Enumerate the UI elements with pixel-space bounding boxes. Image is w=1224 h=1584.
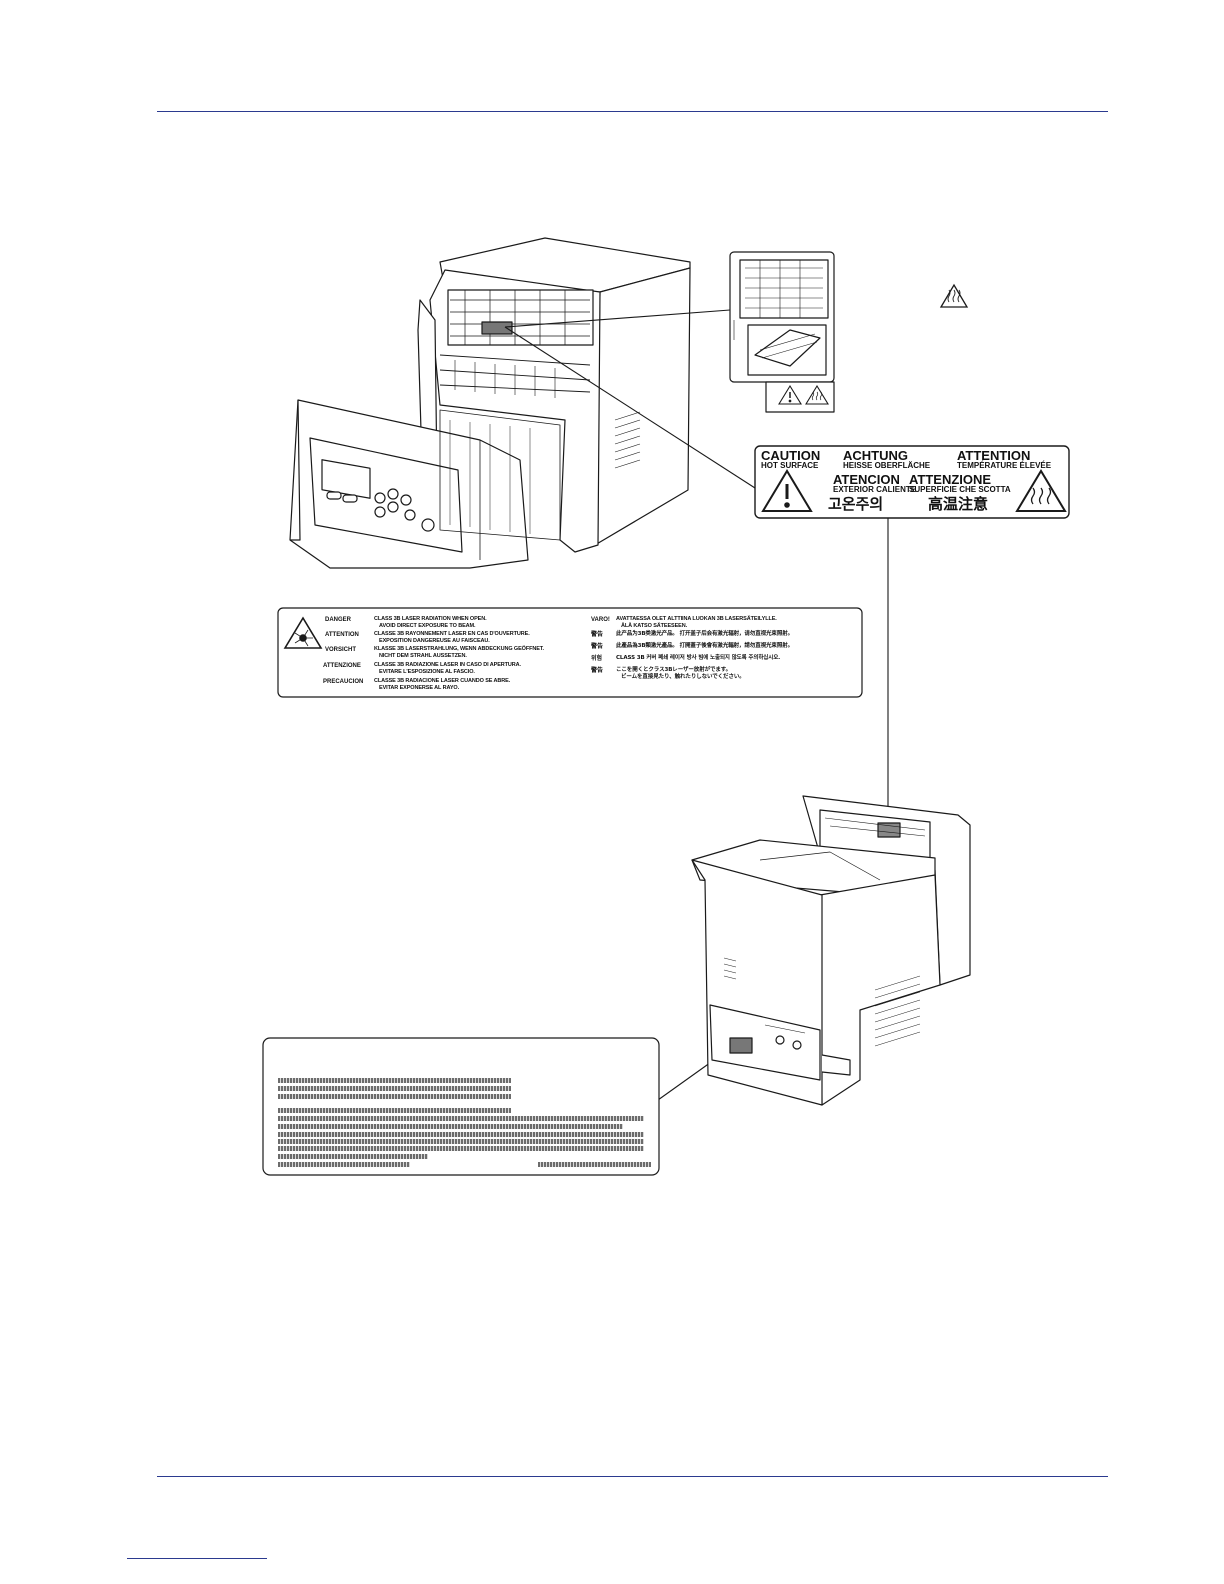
- serial-line: [278, 1146, 644, 1151]
- hot-hot-surface: HOT SURFACE: [761, 461, 819, 470]
- serial-line: [278, 1116, 644, 1121]
- laser-key-1: ATTENTION: [325, 632, 359, 638]
- laser-key-4: PRECAUCION: [323, 679, 364, 685]
- laser-rkey-4: 警告: [591, 667, 604, 674]
- serial-line: [278, 1094, 511, 1099]
- hot-temperature: TEMPÉRATURE ÉLEVÉE: [957, 461, 1052, 470]
- hot-attention: ATTENTION: [957, 448, 1031, 463]
- fuser-inset-drawing: [729, 251, 835, 413]
- hot-exterior: EXTERIOR CALIENTE: [833, 485, 917, 494]
- laser-rtext2-4: ビームを直接見たり、触れたりしないでください。: [621, 674, 745, 680]
- laser-text-0: CLASS 3B LASER RADIATION WHEN OPEN.: [374, 616, 487, 622]
- hot-heisse: HEISSE OBERFLÄCHE: [843, 461, 931, 470]
- laser-text2-0: AVOID DIRECT EXPOSURE TO BEAM.: [379, 623, 476, 629]
- serial-line: [278, 1162, 410, 1167]
- serial-line: [278, 1124, 623, 1129]
- hot-attenzione: ATTENZIONE: [909, 472, 992, 487]
- laser-rkey-2: 警告: [591, 643, 604, 650]
- serial-line: [538, 1162, 651, 1167]
- laser-key-0: DANGER: [325, 617, 352, 623]
- laser-key-3: ATTENZIONE: [323, 663, 361, 669]
- hot-superficie: SUPERFICIE CHE SCOTTA: [909, 485, 1011, 494]
- hot-surface-icon: [939, 283, 969, 308]
- laser-rkey-0: VARO!: [591, 617, 610, 623]
- serial-line: [278, 1132, 644, 1137]
- hot-label-hot-icon: [1015, 469, 1067, 512]
- hot-atencion: ATENCION: [833, 472, 900, 487]
- hot-korean: 고온주의: [828, 495, 884, 513]
- laser-rkey-3: 위험: [591, 655, 603, 662]
- warning-icon: [761, 469, 813, 512]
- laser-rtext-2: 此產品為3B類激光產品。 打開蓋子後會有激光輻射，請勿直視光束照射。: [616, 643, 794, 649]
- serial-line: [278, 1086, 511, 1091]
- serial-line: [278, 1108, 511, 1113]
- laser-hazard-icon: [283, 616, 323, 649]
- laser-rtext-0: AVATTAESSA OLET ALTTIINA LUOKAN 3B LASER…: [616, 616, 777, 622]
- laser-text-2: KLASSE 3B LASERSTRAHLUNG, WENN ABDECKUNG…: [374, 646, 544, 652]
- laser-text-3: CLASSE 3B RADIAZIONE LASER IN CASO DI AP…: [374, 662, 521, 668]
- inset-warning-icon: [778, 384, 802, 405]
- laser-text2-2: NICHT DEM STRAHL AUSSETZEN.: [379, 653, 467, 659]
- laser-rtext-3: CLASS 3B 커버 폐쇄 레이저 방사 빔에 노출되지 않도록 주의하십시오…: [616, 655, 781, 661]
- hot-surface-label-frame: [754, 445, 1070, 519]
- header-rule: [157, 111, 1108, 112]
- laser-rtext-1: 此产品为3B类激光产品。 打开盖子后会有激光辐射，请勿直视光束照射。: [616, 631, 794, 637]
- footer-link-underline: [127, 1558, 267, 1559]
- laser-text2-1: EXPOSITION DANGEREUSE AU FAISCEAU.: [379, 638, 490, 644]
- front-printer-drawing: [289, 237, 691, 569]
- rear-printer-drawing: [691, 795, 971, 1106]
- serial-line: [278, 1078, 511, 1083]
- laser-rtext2-0: ÄLÄ KATSO SÄTEESEEN.: [621, 623, 688, 629]
- laser-key-2: VORSICHT: [325, 647, 357, 653]
- laser-text2-3: EVITARE L'ESPOSIZIONE AL FASCIO.: [379, 669, 475, 675]
- hot-chinese: 高温注意: [928, 495, 989, 513]
- inset-hot-icon: [805, 384, 829, 405]
- hot-achtung: ACHTUNG: [843, 448, 908, 463]
- laser-text-4: CLASSE 3B RADIACIONE LASER CUANDO SE ABR…: [374, 678, 511, 684]
- footer-rule: [157, 1476, 1108, 1477]
- laser-label-frame: [277, 607, 863, 698]
- hot-caution: CAUTION: [761, 448, 821, 463]
- laser-text2-4: EVITAR EXPONERSE AL RAYO.: [379, 685, 460, 691]
- laser-rtext-4: ここを開くとクラス3Bレーザー放射がでます。: [616, 667, 732, 673]
- serial-line: [278, 1154, 428, 1159]
- serial-line: [278, 1139, 644, 1144]
- laser-text-1: CLASSE 3B RAYONNEMENT LASER EN CAS D'OUV…: [374, 631, 530, 637]
- laser-rkey-1: 警告: [591, 631, 604, 638]
